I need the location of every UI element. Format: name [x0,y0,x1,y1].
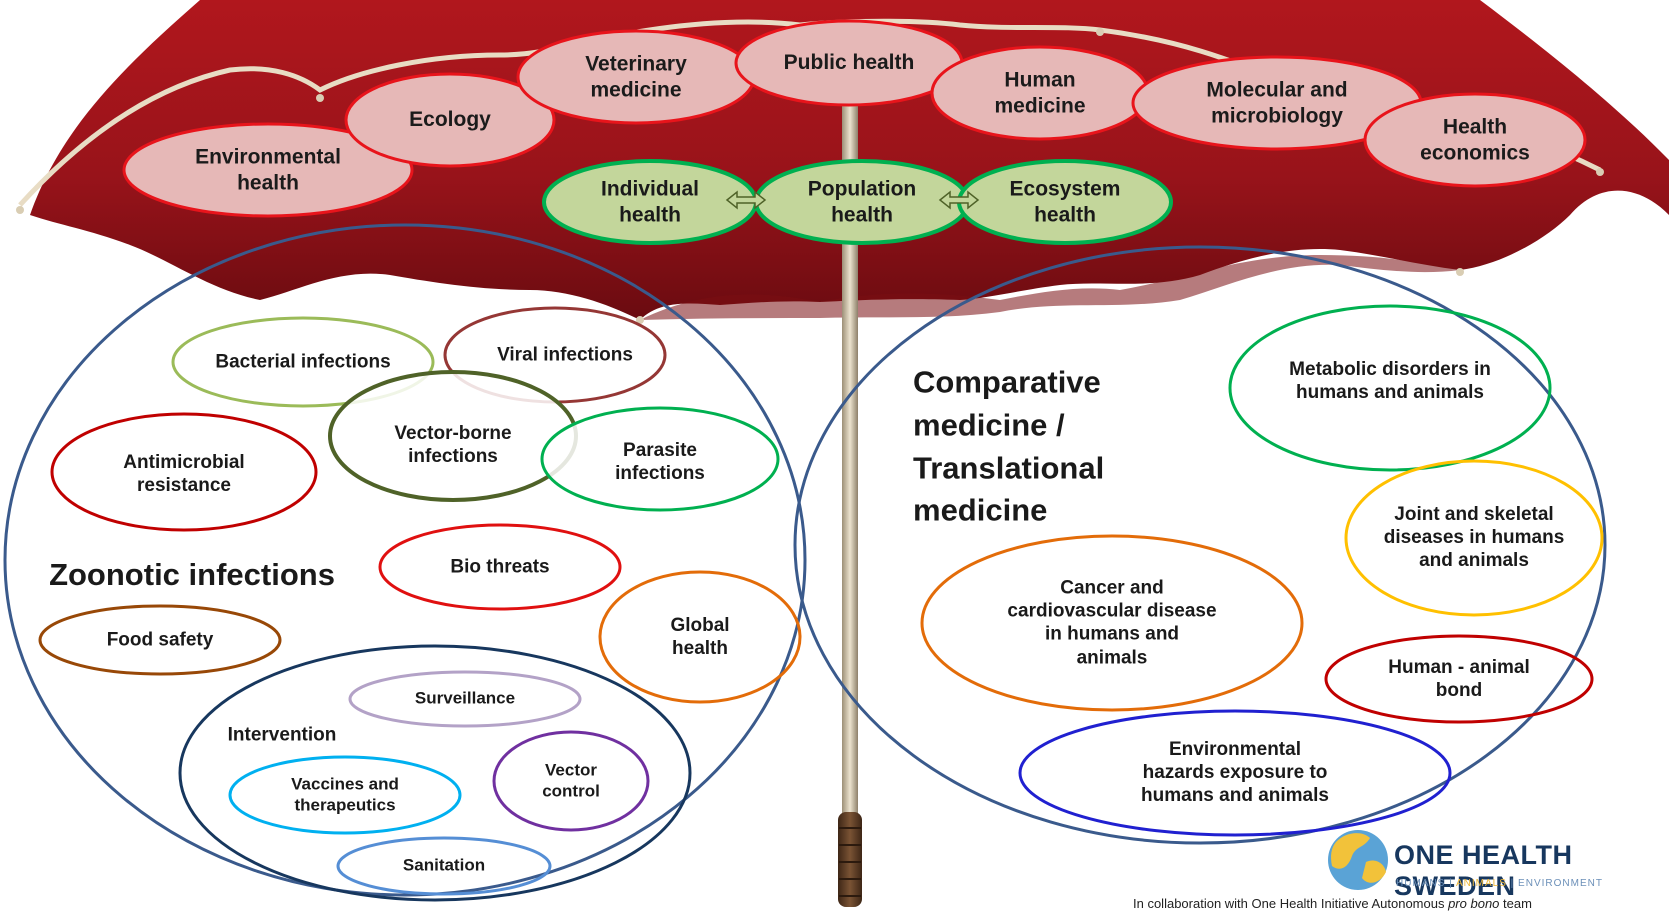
ecology-ellipse [344,72,556,168]
global-health-ellipse [598,570,802,704]
intervention-group-circle [178,644,692,902]
logo-separator: | [1449,878,1453,889]
comparative-group-circle [793,245,1607,845]
discipline-label: Ecology [409,108,491,132]
logo-tagline-humans: HUMANS [1396,878,1446,889]
surveillance-ellipse [348,670,582,728]
left-item-label: Bacterial infections [215,351,391,373]
handle-grip-lines [839,827,861,897]
collaboration-footer: In collaboration with One Health Initiat… [1133,896,1532,911]
collab-italic: pro bono [1448,896,1500,911]
intervention-title: Intervention [227,724,337,746]
collab-prefix: In collaboration with One Health Initiat… [1133,896,1449,911]
bidirectional-arrow-icon [725,190,767,210]
logo-separator: | [1510,878,1515,889]
left-item-label: Parasite infections [615,439,705,484]
right-item-label: Human - animal bond [1388,656,1530,701]
logo-tagline-animals: ANIMALS [1455,878,1507,889]
left-item-label: Bio threats [450,556,550,578]
globe-icon [1328,830,1388,890]
environmental-health-ellipse [122,122,414,218]
discipline-label: Environmental health [195,145,341,194]
right-item-label: Environmental hazards exposure to humans… [1141,739,1329,807]
collab-suffix: team [1499,896,1532,911]
discipline-label: Veterinary medicine [585,52,687,101]
metabolic-disorders-ellipse [1228,304,1552,472]
vector-control-ellipse [492,730,650,832]
rib-tip [16,206,24,214]
food-safety-ellipse [38,604,282,676]
discipline-label: Health economics [1420,115,1530,164]
bidirectional-arrow-icon [938,190,980,210]
right-item-label: Cancer and cardiovascular disease in hum… [1007,577,1217,669]
logo-tagline: HUMANS | ANIMALS | ENVIRONMENT [1396,878,1603,889]
sanitation-ellipse [336,836,552,896]
cancer-cardiovascular-ellipse [920,534,1304,712]
rib-tip [1096,28,1104,36]
left-item-label: Global health [670,614,730,659]
right-item-label: Metabolic disorders in humans and animal… [1289,358,1491,403]
discipline-label: Human medicine [994,68,1086,117]
environmental-hazards-ellipse [1018,709,1452,837]
umbrella-handle [838,812,862,907]
antimicrobial-resistance-ellipse [50,412,318,532]
zoonotic-group-circle [3,223,807,897]
health-level-label: Ecosystem health [1009,177,1121,226]
human-animal-bond-ellipse [1324,634,1594,724]
bio-threats-ellipse [378,523,622,611]
health-level-label: Individual health [600,177,700,226]
left-item-label: Antimicrobial resistance [123,451,245,496]
health-economics-ellipse [1363,92,1587,188]
intervention-item-label: Vaccines and therapeutics [291,774,399,814]
intervention-item-label: Vector control [542,760,600,800]
umbrella-shaft [842,60,858,820]
left-item-label: Vector-borne infections [394,422,512,467]
rib-tip [1596,168,1604,176]
right-item-label: Joint and skeletal diseases in humans an… [1383,504,1565,572]
parasite-infections-ellipse [540,406,780,512]
vaccines-therapeutics-ellipse [228,755,462,835]
joint-skeletal-diseases-ellipse [1344,459,1604,617]
logo-tagline-environment: ENVIRONMENT [1518,878,1603,889]
intervention-item-label: Surveillance [414,688,516,708]
intervention-item-label: Sanitation [402,855,486,875]
left-item-label: Viral infections [497,344,633,366]
rib-tip [636,316,644,324]
rib-tip [1456,268,1464,276]
zoonotic-infections-title: Zoonotic infections [49,557,335,593]
discipline-label: Molecular and microbiology [1206,78,1348,127]
comparative-medicine-title: Comparative medicine / Translational med… [913,364,1105,528]
discipline-label: Public health [783,51,915,75]
rib-tip [316,94,324,102]
bacterial-infections-ellipse [171,316,435,408]
logo-name: ONE HEALTH SWEDEN [1394,840,1573,901]
health-level-label: Population health [807,177,917,226]
left-item-label: Food safety [106,629,214,651]
